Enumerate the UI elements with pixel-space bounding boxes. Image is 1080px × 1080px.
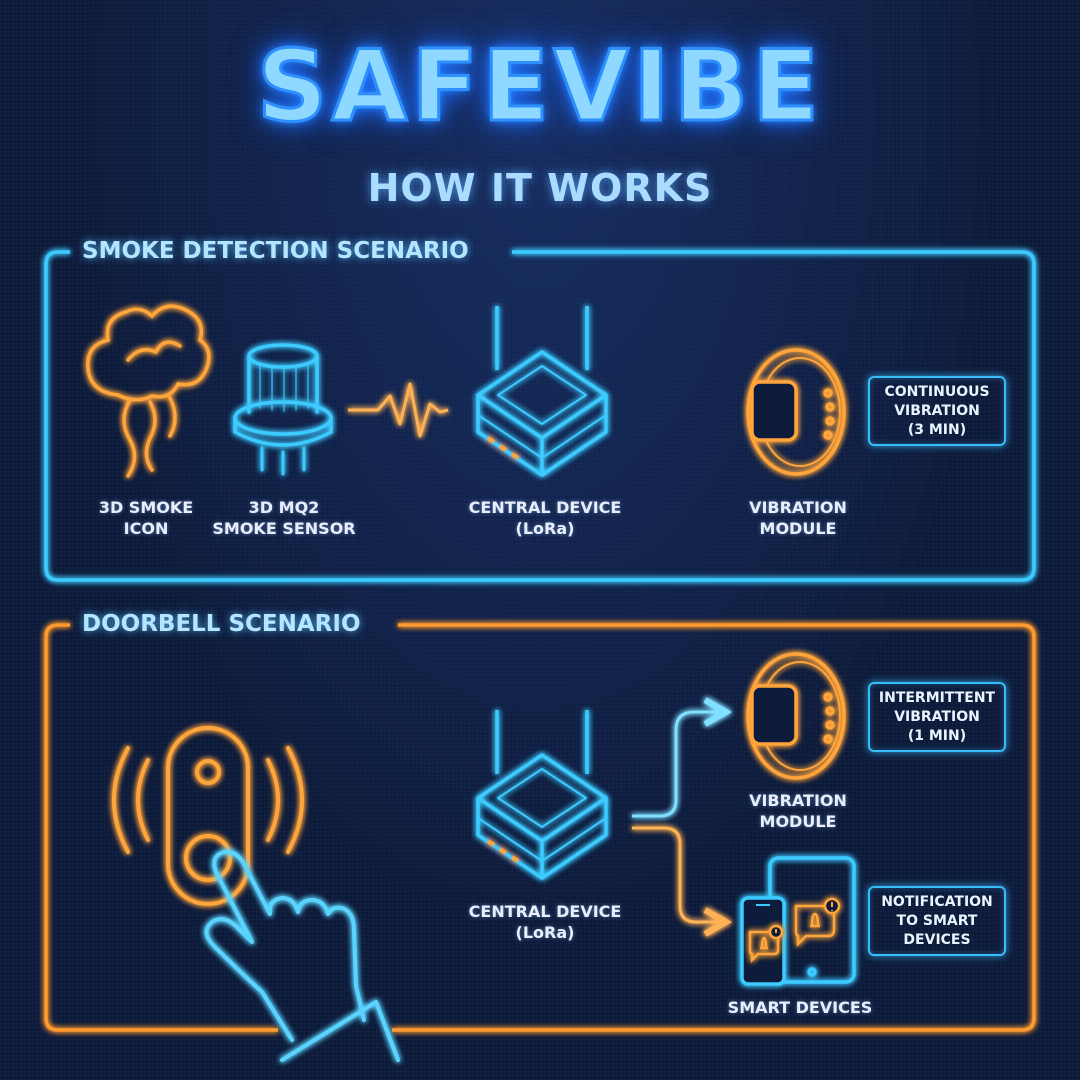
smart-devices-icon: [740, 856, 856, 986]
smoke-router-icon: [476, 306, 608, 477]
central-to-smart-arrow: [632, 826, 726, 922]
doorbell-section-frame: [44, 623, 1036, 1032]
doorbell-vibration-watch-icon: [746, 652, 846, 780]
smart-devices-label: SMART DEVICES: [727, 998, 873, 1017]
doorbell-central-label: CENTRAL DEVICE(LoRa): [468, 902, 622, 942]
doorbell-router-icon: [476, 710, 608, 880]
central-to-vibration-arrow: [632, 712, 726, 818]
smoke-section-title: SMOKE DETECTION SCENARIO: [82, 238, 469, 264]
smoke-cloud-icon: [86, 304, 211, 478]
pointing-hand-icon: [204, 849, 400, 1062]
doorbell-section-title: DOORBELL SCENARIO: [82, 611, 361, 637]
page-subtitle: HOW IT WORKS: [367, 166, 713, 210]
smoke-signal-wave: [348, 382, 449, 438]
app-title: SAFEVIBE: [255, 29, 824, 146]
smoke-section-frame: [44, 250, 1036, 582]
smoke-vibration-watch-icon: [746, 348, 846, 476]
doorbell-icon: [112, 726, 304, 906]
notification-bell-icon: [748, 897, 841, 964]
smoke-central-label: CENTRAL DEVICE(LoRa): [468, 498, 622, 538]
mq2-sensor-icon: [233, 343, 333, 476]
